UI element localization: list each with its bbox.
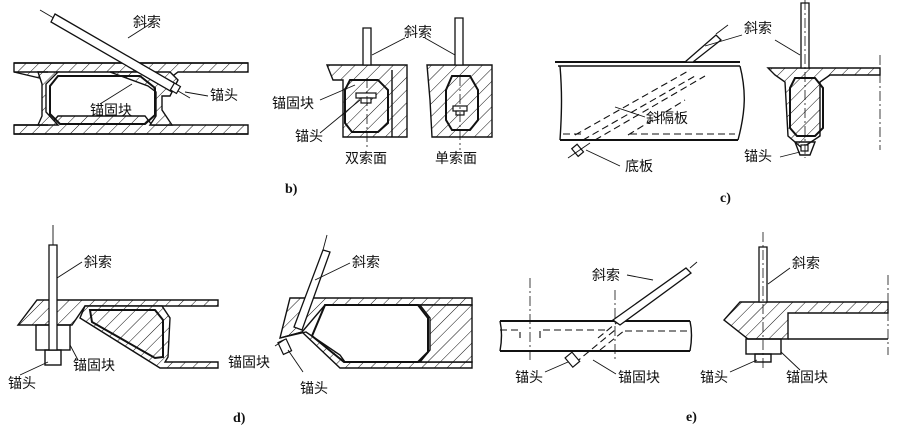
label-anchor-block-left: 锚固块 <box>618 370 660 386</box>
stay-cable <box>683 24 729 63</box>
label-anchor-block: 锚固块 <box>90 103 132 119</box>
panel-a: 斜索 锚头 锚固块 <box>13 9 249 135</box>
label-cable: 斜索 <box>133 14 161 31</box>
caption-c: c) <box>720 191 731 206</box>
cross-section <box>766 0 881 158</box>
cantilever-section-left <box>16 225 219 369</box>
caption-b: b) <box>285 182 298 197</box>
label-anchor-head: 锚头 <box>744 149 772 165</box>
label-cable: 斜索 <box>744 20 772 37</box>
label-anchor-block-right: 锚固块 <box>228 355 270 371</box>
anchor-head <box>570 143 585 158</box>
panel-e: 斜索 锚头 锚固块 斜索 锚头 锚固块 e) <box>499 232 889 425</box>
single-plane-section <box>426 17 493 150</box>
label-anchor-head: 锚头 <box>210 88 238 104</box>
caption-d: d) <box>233 411 246 426</box>
stay-cable-left <box>574 261 698 364</box>
label-anchor-head-left: 锚头 <box>8 376 36 392</box>
girder-elevation <box>555 61 745 141</box>
label-cable: 斜索 <box>404 24 432 41</box>
girder-section-right <box>722 232 889 368</box>
label-single-plane: 单索面 <box>435 150 477 167</box>
label-anchor-head-right: 锚头 <box>700 370 728 386</box>
label-cable-right: 斜索 <box>352 254 380 271</box>
label-anchor-block: 锚固块 <box>272 96 314 112</box>
label-anchor-head-right: 锚头 <box>300 381 328 397</box>
caption-e: e) <box>686 410 697 425</box>
stay-cable <box>39 9 191 99</box>
diagonal-diaphragm <box>574 69 706 141</box>
label-cable-left: 斜索 <box>84 254 112 271</box>
label-cable-right: 斜索 <box>792 255 820 272</box>
label-double-plane: 双索面 <box>345 150 387 167</box>
label-anchor-head-left: 锚头 <box>515 370 543 386</box>
label-cable-left: 斜索 <box>592 267 620 284</box>
panel-c: 斜索 斜隔板 底板 锚头 c) <box>555 0 881 206</box>
label-anchor-head: 锚头 <box>295 129 323 145</box>
label-anchor-block-left: 锚固块 <box>73 358 115 374</box>
anchor-head <box>169 82 182 95</box>
double-plane-section <box>325 27 408 150</box>
label-anchor-block-right: 锚固块 <box>786 370 828 386</box>
label-bottom-plate: 底板 <box>625 159 653 175</box>
label-diagonal-diaphragm: 斜隔板 <box>646 111 688 127</box>
panel-b: 斜索 锚固块 锚头 双索面 单索面 b) <box>272 17 493 197</box>
panel-d: 斜索 锚头 锚固块 斜索 锚固块 锚头 d) <box>8 225 473 426</box>
